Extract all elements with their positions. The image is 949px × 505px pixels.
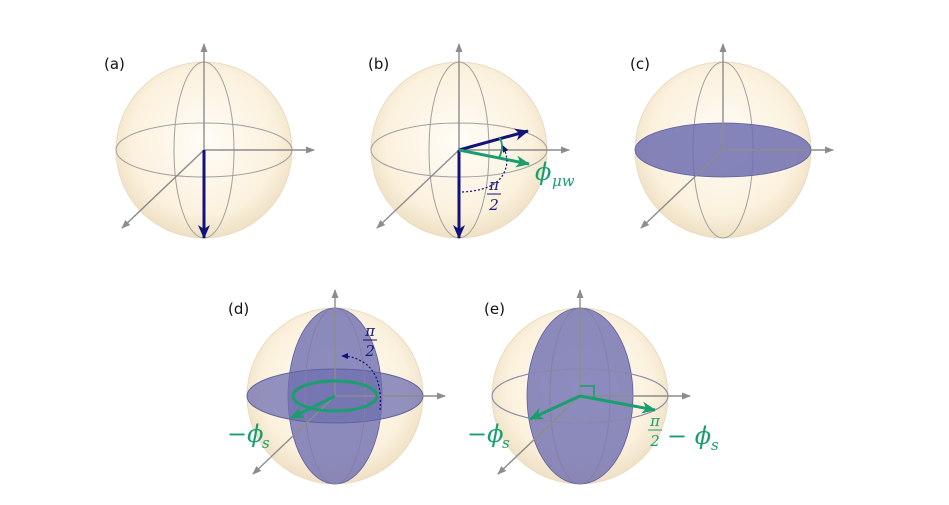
panel-a-label: (a): [104, 55, 125, 73]
x-axis: [497, 395, 581, 475]
x-axis: [376, 149, 460, 229]
x-axis: [121, 149, 205, 229]
right-minus-phi-label: − ϕ: [667, 422, 711, 450]
panel-e: (e) −ϕ s π 2 − ϕ s: [467, 289, 719, 485]
angle-numerator: π: [364, 322, 376, 340]
spin-phase-arrow: [290, 394, 336, 420]
panel-a: (a): [104, 43, 315, 239]
x-axis: [640, 149, 724, 229]
panel-d-label: (d): [228, 300, 249, 318]
panel-c-label: (c): [630, 55, 650, 73]
phi-mw-label: ϕ: [535, 158, 551, 186]
rotation-dotted-arc: [341, 353, 382, 411]
panel-c: (c): [630, 43, 834, 239]
angle-denominator: 2: [488, 196, 499, 214]
phase-circle: [291, 379, 379, 413]
rotation-dotted-arc: [461, 145, 509, 193]
left-phase-arrow: [529, 394, 581, 421]
left-phi-s-subscript: s: [502, 434, 510, 452]
panel-d: (d) π 2 −ϕ s: [227, 289, 446, 485]
microwave-phase-arrow: [458, 148, 530, 168]
minus-phi-s-label: −ϕ: [227, 420, 263, 448]
angle-numerator: π: [488, 176, 500, 194]
right-angle-marker: [580, 385, 595, 399]
panel-b-label: (b): [368, 55, 389, 73]
right-angle-numerator: π: [649, 412, 661, 430]
phi-mw-subscript: μw: [552, 172, 575, 190]
panel-b: (b) π 2 ϕ μw: [368, 43, 575, 239]
right-phi-s-subscript: s: [711, 436, 719, 454]
left-minus-phi-s-label: −ϕ: [467, 420, 503, 448]
rotated-state-vector: [458, 128, 529, 152]
phase-arc: [498, 136, 503, 159]
right-angle-denominator: 2: [649, 432, 660, 450]
phi-s-subscript: s: [262, 434, 270, 452]
panel-e-label: (e): [484, 300, 505, 318]
right-phase-arrow: [579, 394, 656, 414]
angle-denominator: 2: [364, 342, 375, 360]
